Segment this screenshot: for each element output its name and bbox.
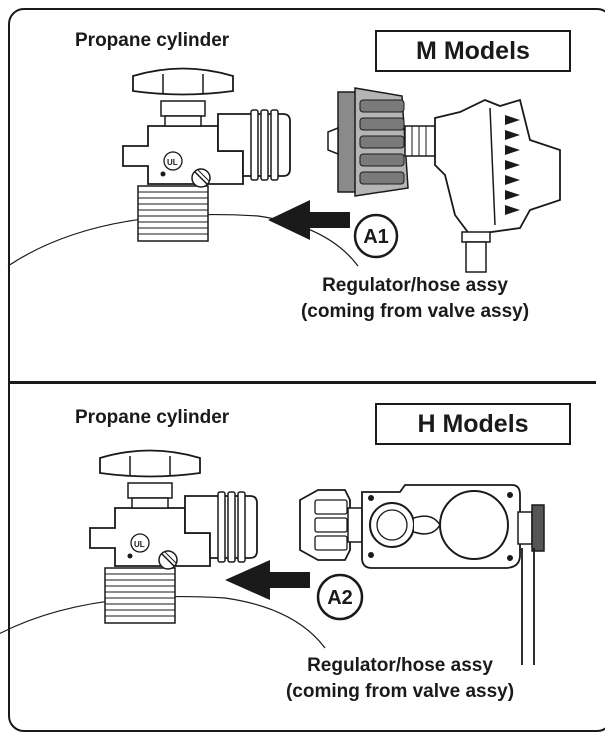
top-regulator-label-line1: Regulator/hose assy <box>322 275 508 296</box>
diagram-frame <box>8 8 605 732</box>
bottom-ul-mark: UL <box>134 540 145 549</box>
bottom-model-label: H Models <box>375 403 571 445</box>
svg-text:A2: A2 <box>327 587 353 609</box>
top-propane-cylinder-valve: UL <box>7 67 359 267</box>
bottom-regulator-assembly <box>299 484 545 665</box>
section-divider <box>10 381 596 384</box>
bottom-regulator-label-line2: (coming from valve assy) <box>285 681 515 702</box>
bottom-direction-arrow <box>225 560 310 600</box>
bottom-regulator-label-line1: Regulator/hose assy <box>307 655 493 676</box>
top-cylinder-label: Propane cylinder <box>75 30 230 51</box>
bottom-callout-a2: A2 <box>316 573 364 621</box>
top-callout-a1: A1 <box>353 213 399 259</box>
top-ul-mark: UL <box>167 158 178 167</box>
bottom-cylinder-label: Propane cylinder <box>75 407 230 428</box>
top-regulator-assembly <box>327 87 561 273</box>
top-direction-arrow <box>268 200 350 240</box>
bottom-propane-cylinder-valve: UL <box>0 449 326 649</box>
top-model-label: M Models <box>375 30 571 72</box>
svg-text:A1: A1 <box>363 226 389 248</box>
top-regulator-label-line2: (coming from valve assy) <box>300 301 530 322</box>
